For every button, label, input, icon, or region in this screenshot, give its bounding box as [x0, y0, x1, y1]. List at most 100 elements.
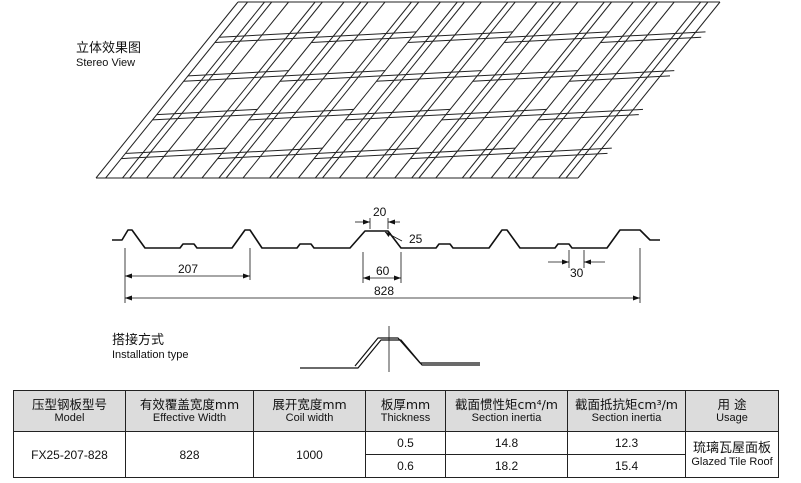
stereo-line	[531, 1, 675, 179]
stereo-line	[542, 108, 644, 116]
stereo-line	[217, 152, 319, 160]
stereo-view-title-zh: 立体效果图	[76, 41, 142, 56]
stereo-line	[125, 147, 227, 154]
usage-en: Glazed Tile Roof	[691, 456, 773, 468]
stereo-line	[156, 108, 258, 116]
stereo-line	[376, 75, 478, 82]
stereo-line	[314, 1, 458, 179]
stereo-line	[469, 1, 612, 179]
stereo-line	[172, 1, 316, 179]
stereo-line	[284, 70, 386, 77]
stereo-line	[339, 1, 482, 179]
stereo-line	[410, 152, 512, 160]
stereo-line	[445, 108, 547, 116]
stereo-line	[435, 1, 579, 179]
stereo-line	[565, 1, 709, 179]
stereo-line	[407, 36, 509, 43]
stereo-line	[214, 36, 316, 43]
cell-model: FX25-207-828	[13, 431, 126, 478]
stereo-line	[322, 1, 465, 179]
stereo-line	[511, 147, 612, 154]
stereo-line	[187, 70, 289, 77]
stereo-line	[490, 1, 634, 179]
stereo-line	[506, 152, 608, 160]
cell-effective-width: 828	[125, 431, 254, 478]
stereo-line	[276, 1, 420, 179]
stereo-line	[411, 1, 555, 179]
stereo-line	[418, 1, 562, 179]
stereo-line	[318, 147, 420, 154]
stereo-line	[380, 70, 482, 77]
cell-coil-width: 1000	[253, 431, 366, 478]
dim-slope: 25	[409, 232, 423, 246]
stereo-line	[558, 1, 702, 179]
stereo-line	[280, 75, 381, 82]
cell-inertia: 14.8	[445, 431, 568, 455]
dimension-arrowheads	[125, 219, 640, 301]
stereo-view-label: 立体效果图 Stereo View	[76, 41, 142, 70]
stereo-line	[219, 31, 320, 38]
stereo-line	[248, 114, 350, 121]
stereo-line	[146, 1, 289, 179]
stereo-line	[365, 1, 509, 179]
stereo-line	[349, 108, 451, 116]
dim-bottom-width: 60	[376, 264, 390, 278]
stereo-line	[507, 1, 651, 179]
dim-small-rib: 30	[570, 266, 584, 280]
stereo-view-title-en: Stereo View	[76, 56, 136, 69]
stereo-line	[201, 1, 345, 179]
stereo-line	[105, 1, 248, 179]
stereo-line	[129, 1, 273, 179]
stereo-line	[221, 147, 323, 154]
stereo-line	[600, 36, 702, 43]
stereo-line	[508, 31, 610, 38]
stereo-line	[461, 1, 605, 179]
stereo-line	[573, 70, 675, 77]
stereo-line	[472, 75, 574, 82]
stereo-line	[538, 114, 639, 121]
table-row: FX25-207-828 828 1000 0.5 14.8 12.3 琉璃瓦屋…	[13, 431, 779, 478]
stereo-line	[394, 1, 538, 179]
stereo-line	[179, 1, 323, 179]
dim-pitch: 207	[178, 262, 198, 276]
dim-total-width: 828	[374, 284, 394, 298]
dim-top-width: 20	[373, 205, 387, 219]
stereo-line	[441, 114, 543, 121]
stereo-line	[315, 31, 417, 38]
profile-dimension-lines	[124, 218, 641, 303]
stereo-line	[372, 1, 516, 179]
stereo-line	[314, 152, 415, 160]
stereo-line	[345, 114, 447, 121]
stereo-line	[122, 1, 265, 179]
stereo-line	[569, 75, 671, 82]
stereo-line	[298, 1, 441, 179]
installation-lap-drawing	[300, 326, 480, 372]
stereo-line	[253, 108, 354, 116]
stereo-line	[269, 1, 412, 179]
stereo-line	[95, 1, 239, 179]
cell-thickness: 0.5	[365, 431, 446, 455]
stereo-line	[152, 114, 254, 121]
table-row: 0.6 18.2 15.4	[14, 454, 779, 478]
stereo-line	[411, 31, 513, 38]
stereo-line	[225, 1, 369, 179]
installation-title-en: Installation type	[112, 348, 189, 361]
usage-zh: 琉璃瓦屋面板	[692, 440, 771, 455]
stereo-line	[121, 152, 222, 160]
stereo-line	[504, 36, 605, 43]
installation-type-label: 搭接方式 Installation type	[112, 333, 189, 362]
cell-modulus: 12.3	[567, 431, 686, 455]
cell-inertia: 18.2	[445, 454, 568, 478]
cell-usage: 琉璃瓦屋面板 Glazed Tile Roof	[685, 431, 779, 478]
profile-outline	[112, 229, 660, 249]
